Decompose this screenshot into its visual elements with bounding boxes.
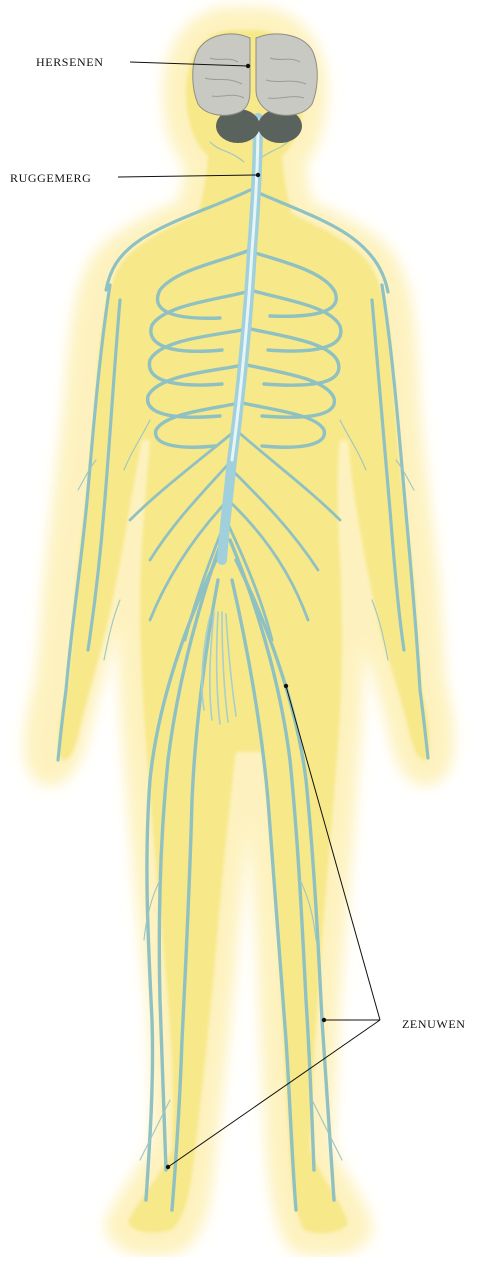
- label-spinal-cord: RUGGEMERG: [10, 171, 91, 186]
- label-brain: HERSENEN: [36, 55, 103, 70]
- brain-left-hemisphere: [193, 34, 250, 115]
- brain-right-hemisphere: [256, 34, 317, 115]
- label-nerves: ZENUWEN: [402, 1017, 466, 1032]
